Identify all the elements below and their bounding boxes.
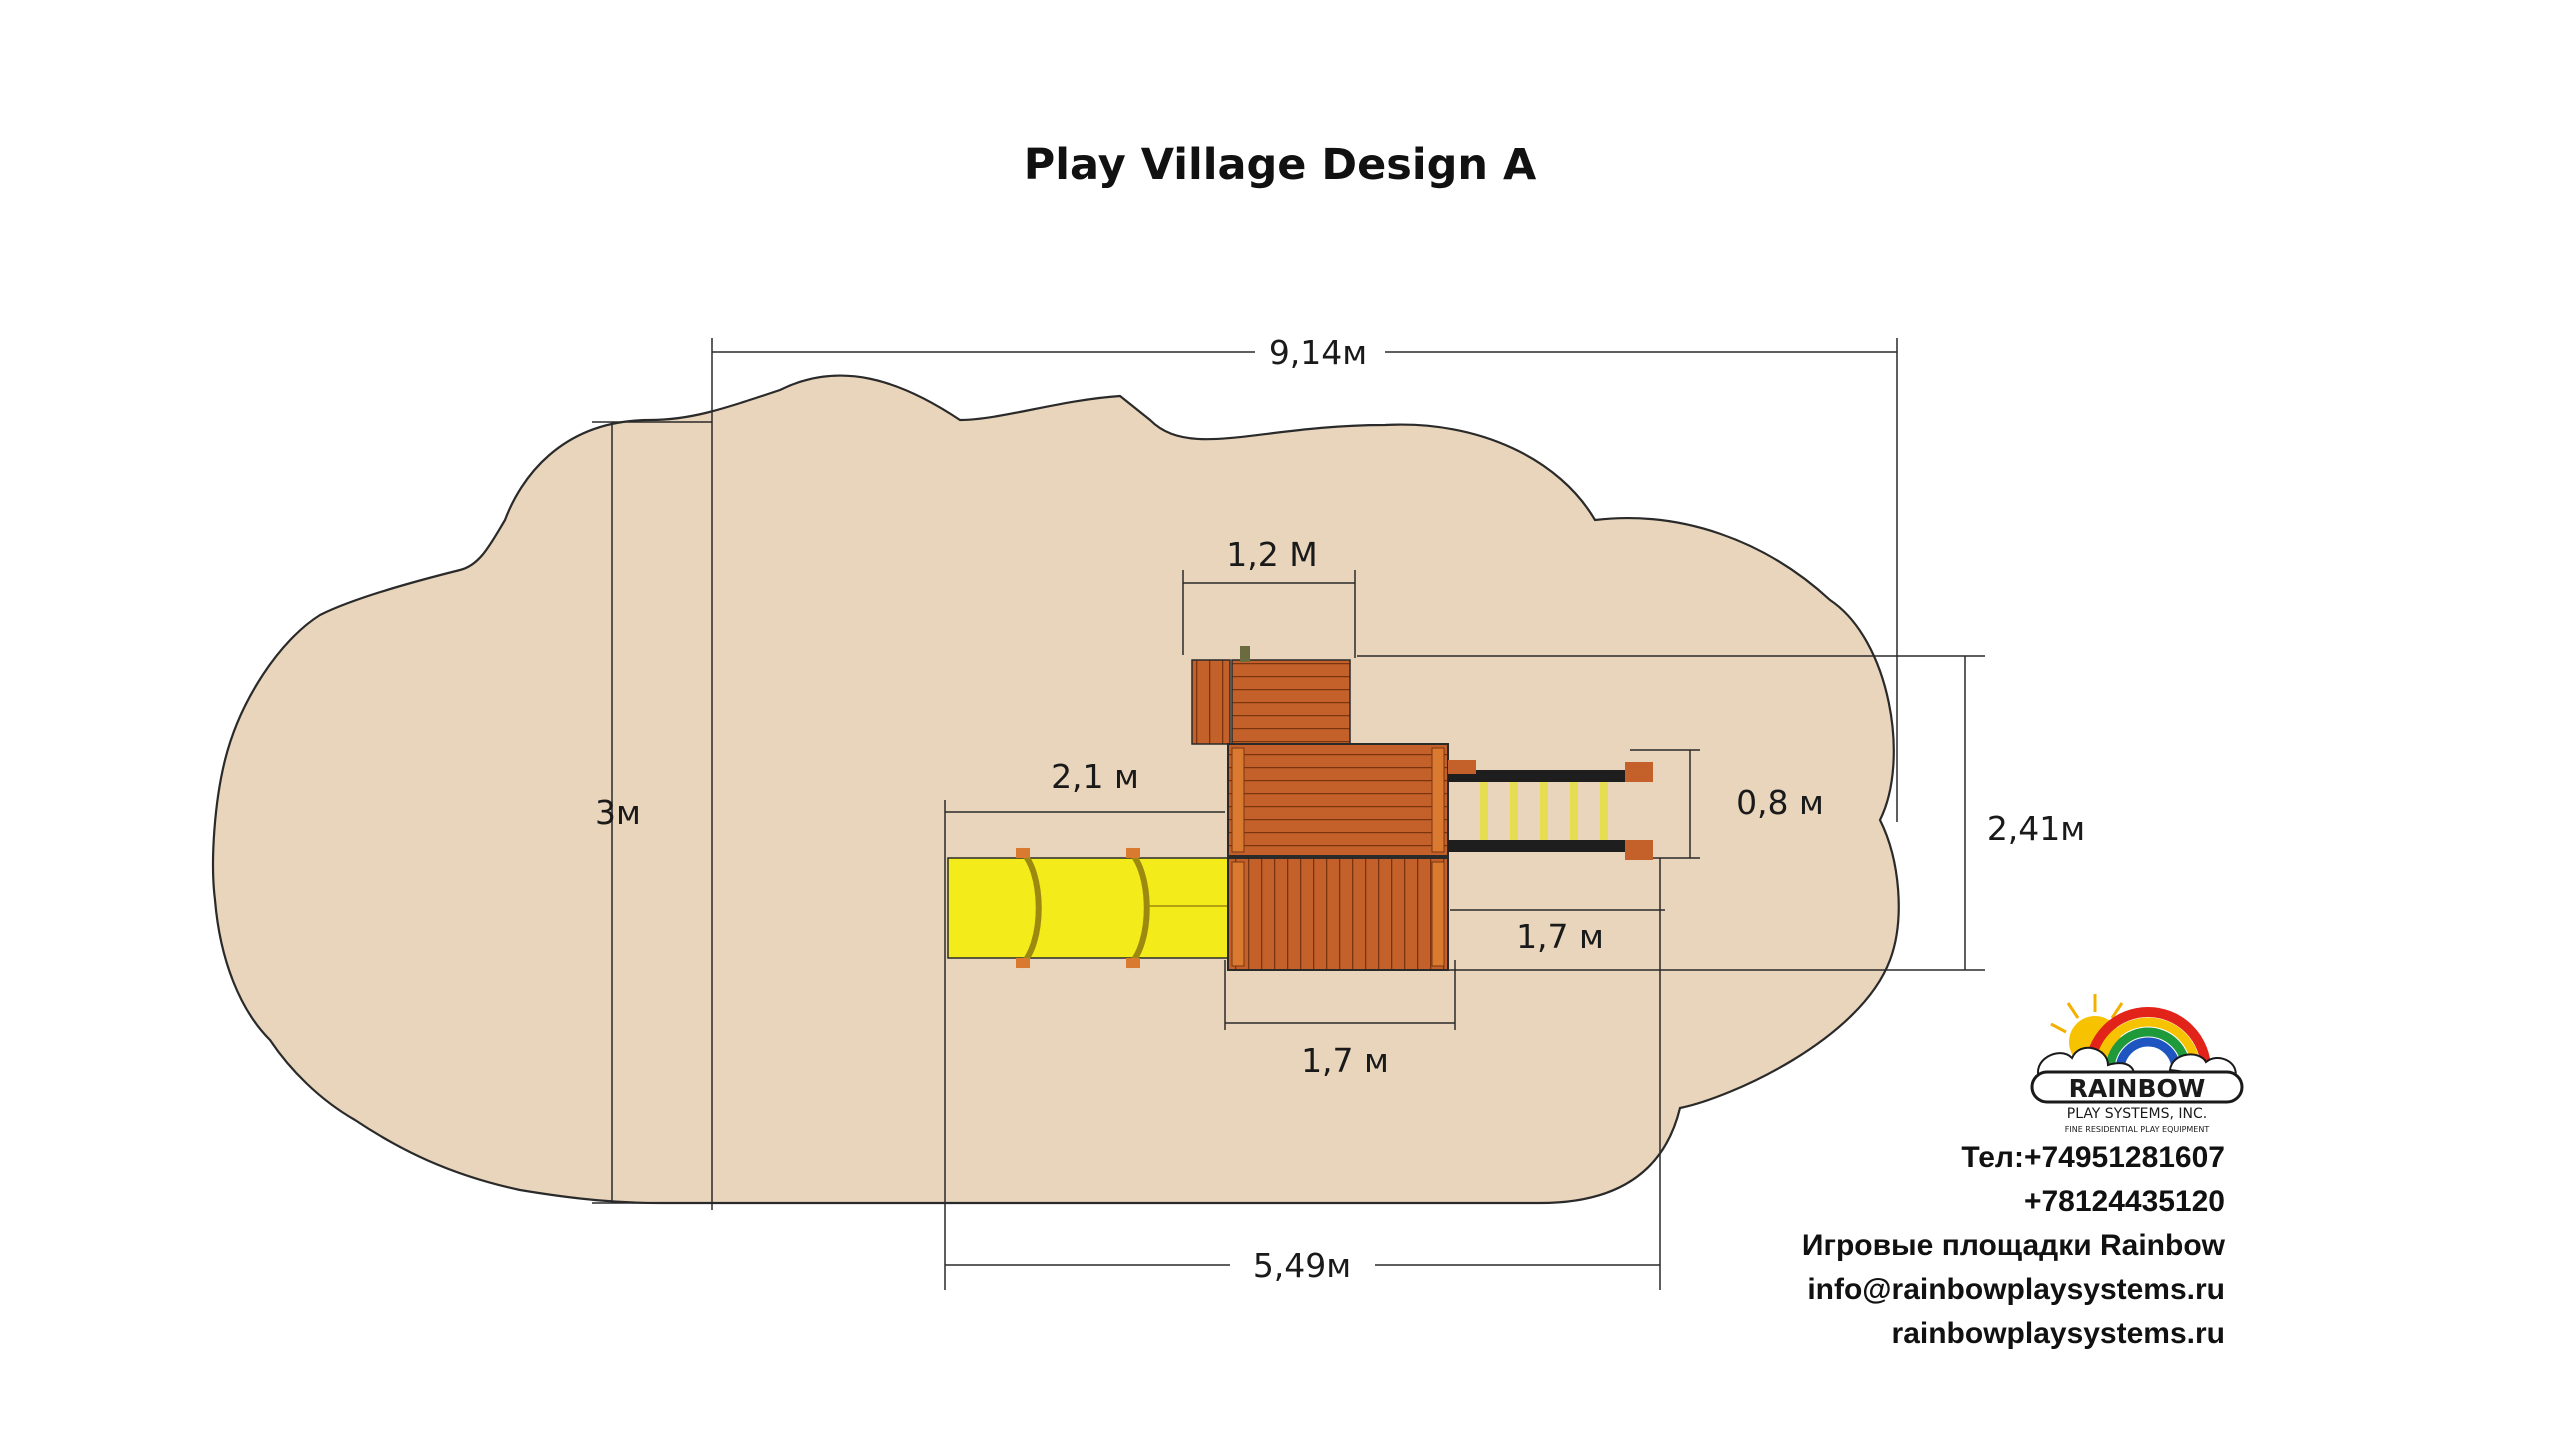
clubhouse	[1191, 646, 1351, 745]
lower-deck	[1227, 857, 1449, 971]
ladder	[1448, 760, 1653, 860]
dimension-right-depth: 2,41м	[1987, 809, 2085, 848]
page-title: Play Village Design A	[1023, 140, 1537, 190]
contact-email[interactable]: info@rainbowplaysystems.ru	[1807, 1273, 2225, 1306]
tube-slide	[947, 847, 1237, 969]
dimension-clubhouse-width: 1,2 М	[1226, 535, 1317, 574]
contact-phone-2: +78124435120	[2023, 1185, 2225, 1218]
dimension-deck-side: 1,7 м	[1516, 917, 1604, 956]
logo-tagline: FINE RESIDENTIAL PLAY EQUIPMENT	[2065, 1125, 2210, 1134]
dimension-deck-bottom: 1,7 м	[1301, 1041, 1389, 1080]
rainbow-logo: RAINBOW PLAY SYSTEMS, INC. FINE RESIDENT…	[2030, 994, 2244, 1134]
play-structure	[947, 646, 1653, 971]
dimension-ladder-width: 0,8 м	[1736, 783, 1824, 822]
ground-area	[211, 374, 1900, 1205]
upper-deck	[1227, 743, 1449, 857]
dimension-overall-depth: 3м	[595, 793, 641, 832]
contact-company: Игровые площадки Rainbow	[1801, 1229, 2225, 1262]
dimension-slide-length: 2,1 м	[1051, 757, 1139, 796]
logo-brand: RAINBOW	[2069, 1074, 2206, 1103]
contact-website[interactable]: rainbowplaysystems.ru	[1891, 1317, 2225, 1350]
contact-phone-1: Тел:+74951281607	[1961, 1141, 2225, 1174]
logo-company: PLAY SYSTEMS, INC.	[2067, 1106, 2207, 1122]
dimension-bottom-span: 5,49м	[1253, 1246, 1351, 1285]
dimension-overall-width: 9,14м	[1269, 333, 1367, 372]
dimension-lines	[592, 338, 1985, 1290]
